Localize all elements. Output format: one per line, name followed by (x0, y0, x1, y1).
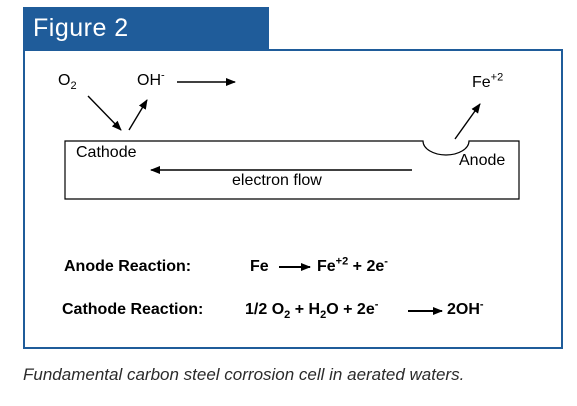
anode-product-sup: +2 (335, 255, 349, 268)
cathode-label: Cathode (76, 144, 137, 161)
o2-sub: 2 (70, 80, 77, 93)
cathode-plus: + (294, 301, 305, 318)
o2-arrow (87, 95, 122, 131)
cathode-reaction-label: Cathode Reaction: (62, 301, 204, 318)
anode-product-base: Fe (317, 258, 336, 275)
cathode-h-base: H (308, 301, 321, 318)
fe-ion-base: Fe (472, 74, 491, 91)
cathode-product-sup: - (479, 298, 484, 311)
cathode-electrons: + 2e (343, 301, 375, 318)
oh-sup: - (161, 69, 165, 82)
anode-label: Anode (459, 152, 506, 169)
oh-label: OH- (137, 69, 165, 90)
cathode-coef: 1/2 (245, 301, 268, 318)
oh-up-arrow (128, 99, 148, 131)
o2-base: O (58, 72, 71, 89)
cathode-h-tail: O (326, 301, 339, 318)
cathode-reaction-product: 2OH- (447, 298, 484, 319)
fe-ion-label: Fe+2 (472, 71, 504, 92)
cathode-h-sub: 2 (320, 309, 327, 322)
figure-caption: Fundamental carbon steel corrosion cell … (23, 365, 465, 384)
anode-electrons: + 2e (352, 258, 385, 275)
cathode-o-base: O (271, 301, 285, 318)
fe-ion-arrow (454, 103, 481, 140)
cathode-electron-sup: - (374, 298, 379, 311)
figure-frame (23, 49, 563, 349)
anode-reaction-label: Anode Reaction: (64, 258, 192, 275)
fe-ion-sup: +2 (490, 71, 504, 84)
anode-reaction-products: Fe+2 + 2e- (317, 255, 388, 276)
cathode-product-base: 2OH (447, 301, 480, 318)
o2-label: O2 (58, 72, 77, 93)
cathode-reaction-reactants: 1/2 O2 + H2O + 2e- (245, 298, 379, 322)
oh-base: OH (137, 72, 161, 89)
cathode-o-sub: 2 (284, 309, 291, 322)
figure-label: Figure 2 (23, 7, 269, 49)
anode-electron-sup: - (384, 255, 388, 268)
electron-flow-label: electron flow (232, 172, 322, 189)
anode-reaction-reactant: Fe (250, 258, 269, 275)
